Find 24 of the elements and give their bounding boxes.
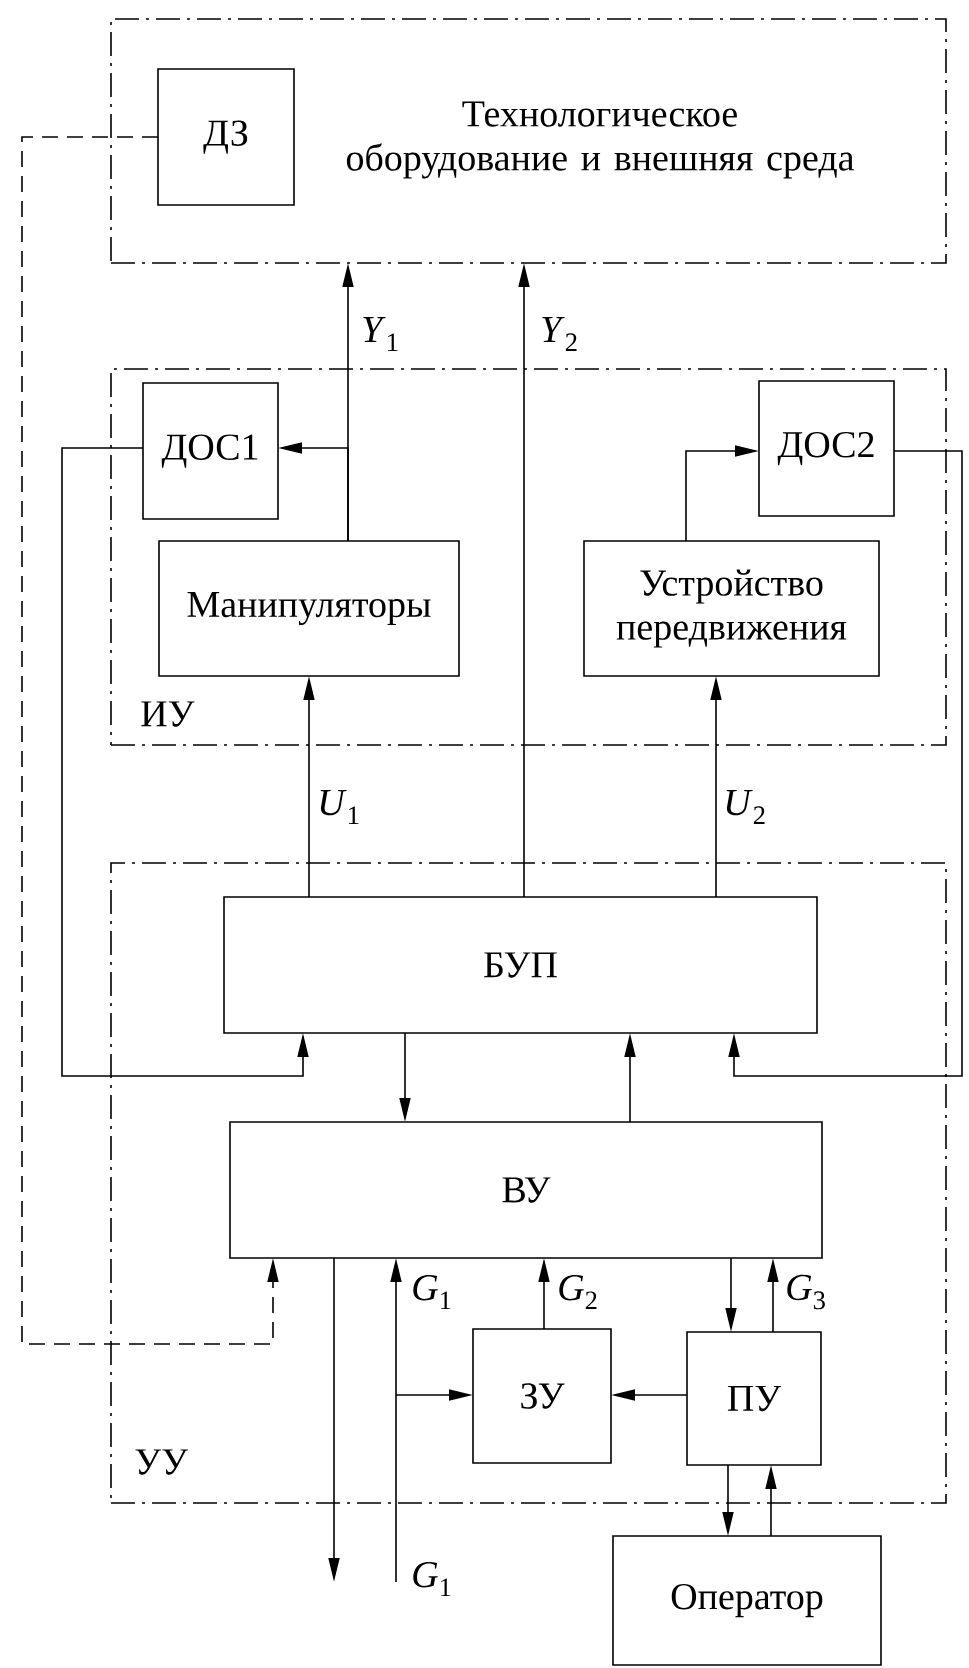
edge-label: U$_{2}$	[722, 789, 768, 825]
edge-label: G$_{1}$	[410, 1273, 454, 1311]
signal-label: G$_{1}$	[413, 1561, 451, 1597]
process-box: ДЗ	[157, 68, 295, 206]
frame-label: ИУ	[141, 701, 195, 727]
arrow	[61, 447, 309, 1077]
frame-label: УУ	[135, 1449, 188, 1475]
process-box: БУП	[223, 896, 818, 1034]
frame-label: Технологическое оборудование и внешняя среда	[346, 101, 855, 179]
process-box: ЗУ	[472, 1328, 612, 1464]
dashed-arrow	[21, 136, 279, 1345]
process-box: Оператор	[612, 1535, 882, 1666]
process-box: Устройство передвижения	[583, 540, 880, 677]
process-box: Манипуляторы	[158, 540, 460, 677]
edge-label: G$_{3}$	[784, 1273, 828, 1311]
process-box: ДОС2	[758, 380, 895, 517]
edge-label: Y$_{2}$	[539, 316, 580, 352]
edge-label: Y$_{1}$	[360, 316, 401, 352]
edge-label: G$_{2}$	[556, 1273, 600, 1311]
arrow	[728, 450, 963, 1077]
process-box: ПУ	[686, 1331, 822, 1466]
process-box: ВУ	[229, 1121, 823, 1259]
process-box: ДОС1	[142, 382, 279, 520]
edge-label: U$_{1}$	[316, 789, 362, 825]
